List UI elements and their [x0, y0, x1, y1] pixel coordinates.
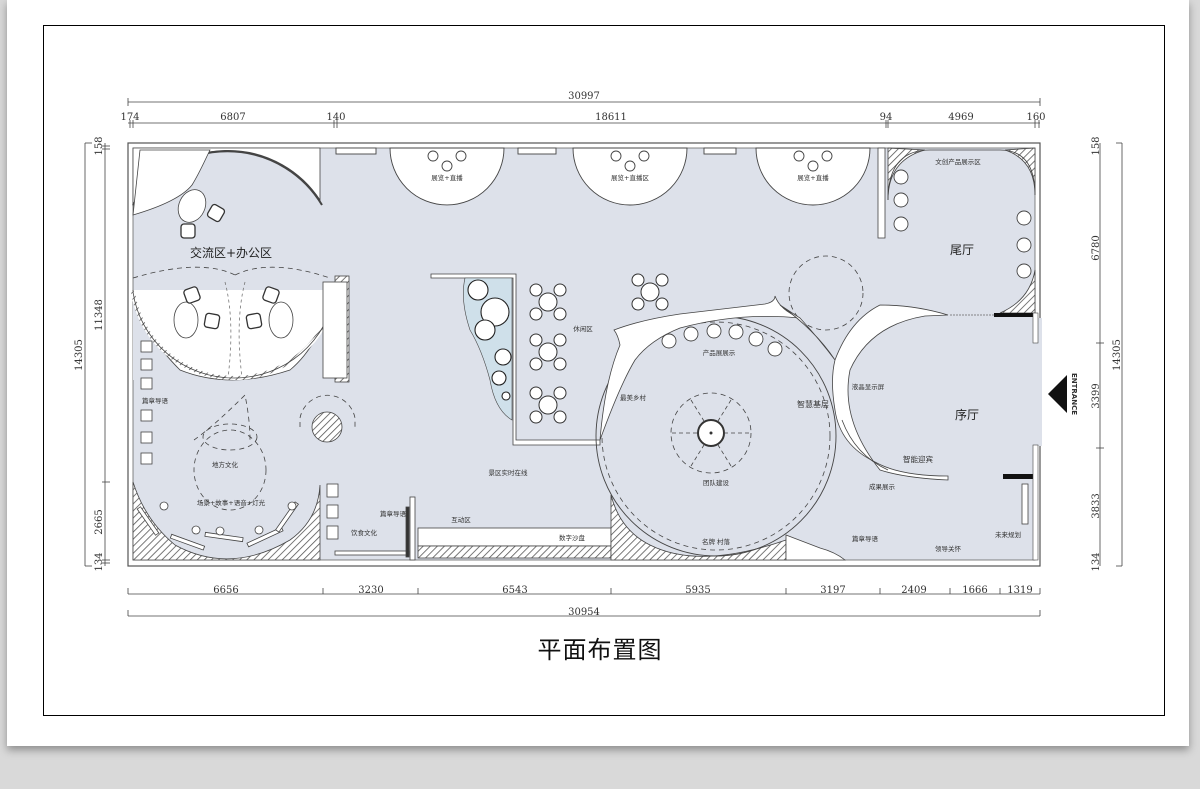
label-food-culture: 饮食文化	[351, 528, 378, 537]
dim-top-seg: 160	[1026, 112, 1045, 123]
label-creative-products: 文创产品展示区	[935, 157, 981, 166]
dim-right-seg: 158	[1091, 136, 1102, 155]
central-exhibit-circle	[595, 295, 847, 561]
dim-bottom-seg: 5935	[685, 585, 710, 596]
label-chapter-guide-1: 篇章导语	[142, 396, 169, 405]
label-exhibit-live-3: 展览+直播	[797, 173, 829, 182]
exhibit-booths-top	[335, 147, 871, 206]
dimension-bottom	[127, 588, 1041, 617]
dimension-top	[127, 98, 1041, 128]
dim-left-total: 14305	[74, 339, 85, 371]
label-leisure: 休闲区	[573, 324, 593, 333]
dim-top-seg: 4969	[948, 112, 973, 123]
label-chapter-guide-3: 篇章导语	[852, 534, 879, 543]
label-entrance: ENTRANCE	[1070, 373, 1078, 415]
entrance-opening	[1030, 318, 1042, 446]
dim-top-seg: 174	[120, 112, 139, 123]
label-scene-story: 场景+故事+语音+灯光	[197, 498, 266, 507]
leisure-tables	[529, 273, 669, 424]
dimension-left	[84, 142, 110, 567]
label-exhibit-live-1: 展览+直播	[431, 173, 463, 182]
dim-left-seg: 11348	[94, 299, 105, 331]
local-culture-area	[132, 394, 356, 561]
dim-top-seg: 6807	[220, 112, 245, 123]
label-exchange-office: 交流区+办公区	[190, 245, 272, 260]
dim-bottom-seg: 6543	[502, 585, 527, 596]
label-smart-grassroots: 智慧基层	[797, 399, 829, 409]
drawing-title: 平面布置图	[537, 636, 663, 664]
label-lobby: 序厅	[955, 407, 979, 422]
dim-top-seg: 140	[326, 112, 345, 123]
label-smart-welcome: 智能迎宾	[903, 454, 933, 464]
label-future-plan: 未来规划	[995, 530, 1021, 539]
interactive-area	[334, 496, 612, 561]
dimension-right	[1096, 142, 1123, 567]
label-achievements: 成果展示	[869, 482, 896, 491]
label-chapter-guide-2: 篇章导语	[380, 509, 407, 518]
label-product-display: 产品展展示	[703, 348, 736, 357]
dim-bottom-seg: 1666	[962, 585, 987, 596]
label-local-culture: 地方文化	[212, 460, 239, 469]
label-leadership-care: 领导关怀	[935, 544, 962, 553]
label-digital-sandtable: 数字沙盘	[559, 533, 586, 542]
dim-bottom-total: 30954	[568, 607, 600, 618]
dim-right-seg: 134	[1091, 552, 1102, 571]
label-lcd-screen: 液晶显示屏	[852, 382, 885, 391]
label-beautiful-village: 最美乡村	[620, 393, 647, 402]
dim-top-total: 30997	[568, 91, 600, 102]
dim-right-seg: 3399	[1091, 383, 1102, 408]
garden-planter	[430, 273, 601, 446]
dim-bottom-seg: 3197	[820, 585, 845, 596]
dim-bottom-seg: 3230	[358, 585, 383, 596]
arrow-left-icon	[1048, 375, 1067, 413]
label-scenic-live: 景区实时在线	[489, 468, 529, 477]
drawing-frame	[43, 25, 1165, 716]
tail-hall	[788, 147, 1036, 331]
dim-bottom-seg: 6656	[213, 585, 238, 596]
dim-top-seg: 18611	[595, 112, 627, 123]
label-famous-village: 名牌 村落	[702, 537, 731, 546]
exchange-office-area	[131, 147, 350, 383]
dim-right-seg: 6780	[1091, 235, 1102, 260]
dim-top-seg: 94	[880, 112, 893, 123]
dim-left-seg: 158	[94, 136, 105, 155]
label-exhibit-live-2: 展览+直播区	[611, 173, 649, 182]
label-team-building: 团队建设	[703, 478, 730, 487]
label-tail-hall: 尾厅	[950, 243, 974, 257]
left-display-boxes	[140, 340, 339, 540]
dim-right-seg: 3833	[1091, 493, 1102, 518]
label-interactive: 互动区	[451, 516, 471, 524]
dim-left-seg: 2665	[94, 509, 105, 534]
dim-bottom-seg: 2409	[901, 585, 926, 596]
dim-bottom-seg: 1319	[1007, 585, 1032, 596]
dim-right-total: 14305	[1112, 339, 1123, 371]
lobby	[779, 304, 1039, 561]
dim-left-seg: 134	[94, 552, 105, 571]
